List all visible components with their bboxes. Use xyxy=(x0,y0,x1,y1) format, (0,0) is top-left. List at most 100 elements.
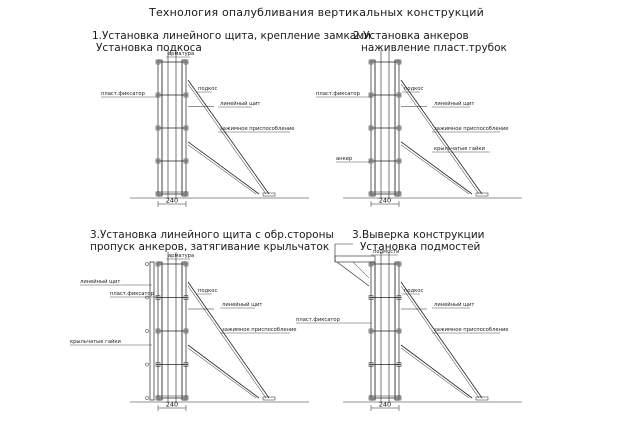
brace-lower xyxy=(187,347,257,399)
component-label: арматура xyxy=(168,253,194,259)
plastic-fixator xyxy=(396,295,402,300)
component-label: анкер xyxy=(336,156,353,162)
plastic-fixator xyxy=(396,261,402,267)
component-label: линейный щит xyxy=(434,100,474,107)
plastic-fixator xyxy=(183,328,189,334)
brace-lower xyxy=(187,141,260,195)
brace-foot xyxy=(262,396,276,401)
plastic-fixator xyxy=(183,295,189,300)
brace-foot xyxy=(475,396,489,401)
panel-2-heading-line-2: наживление пласт.трубок xyxy=(361,42,507,54)
plastic-fixator xyxy=(155,362,161,367)
component-label: линейный щит xyxy=(80,278,120,285)
plastic-fixator xyxy=(396,362,402,367)
panel-2-heading-line-1: 2.Установка анкеров xyxy=(353,30,469,42)
wing-nut xyxy=(145,295,149,300)
component-label: арматура xyxy=(168,51,194,57)
wing-nut xyxy=(145,362,149,367)
brace-upper xyxy=(187,83,267,195)
panel-4-heading-line-2: Установка подмостей xyxy=(360,241,481,253)
component-label: подкос xyxy=(198,86,217,92)
plastic-fixator xyxy=(183,92,189,98)
brace-upper xyxy=(187,281,270,399)
brace-lower xyxy=(187,344,260,399)
component-label: пласт.фиксатор xyxy=(296,317,341,323)
plastic-fixator xyxy=(368,125,374,131)
component-label: зажимное приспособление xyxy=(220,126,294,132)
brace-foot xyxy=(475,192,489,197)
panel-4-heading: 3.Выверка конструкции Установка подмосте… xyxy=(352,229,484,253)
plastic-fixator xyxy=(155,328,161,334)
dimension-label: 240 xyxy=(379,401,391,409)
dimension-label: 240 xyxy=(379,197,391,205)
panel-4-heading-line-1: 3.Выверка конструкции xyxy=(352,229,485,241)
plastic-fixator xyxy=(368,59,374,65)
brace-upper xyxy=(400,285,480,399)
plastic-fixator xyxy=(396,92,402,98)
plastic-fixator xyxy=(368,362,374,367)
wing-nut xyxy=(145,262,149,266)
panel-2-heading: 2.Установка анкеров наживление пласт.тру… xyxy=(353,30,507,54)
component-label: зажимное приспособление xyxy=(434,126,508,132)
plastic-fixator xyxy=(396,328,402,334)
plastic-fixator xyxy=(183,125,189,131)
panel-1-drawing: 240 арматура подкос пласт.фиксатор линейный … xyxy=(101,50,309,207)
brace-foot xyxy=(262,192,276,197)
plastic-fixator xyxy=(183,261,189,267)
panel-4-drawing: 240 подмости подкос линейный щит пласт.фикса… xyxy=(296,243,522,411)
back-linear-shield xyxy=(149,261,155,401)
panel-1-heading-line-1: 1.Установка линейного щита, крепление за… xyxy=(92,30,371,42)
component-label: пласт.фиксатор xyxy=(110,291,155,297)
wing-nut xyxy=(145,329,149,333)
scaffold-brace xyxy=(336,261,370,287)
panel-1-heading: 1.Установка линейного щита, крепление за… xyxy=(92,30,371,54)
brace-upper xyxy=(187,285,267,399)
plastic-fixator xyxy=(183,59,189,65)
component-label: линейный щит xyxy=(434,301,474,308)
plastic-fixator xyxy=(183,158,189,164)
plastic-fixator xyxy=(155,295,161,300)
plastic-fixator xyxy=(155,261,161,267)
brace-lower xyxy=(187,144,257,195)
plastic-fixator xyxy=(396,59,402,65)
component-label: подмости xyxy=(373,249,400,255)
component-label: крыльчатые гайки xyxy=(70,338,121,345)
plastic-fixator xyxy=(396,158,402,164)
brace-upper xyxy=(400,79,483,195)
wing-nut xyxy=(145,396,149,400)
component-label: подкос xyxy=(198,288,217,294)
brace-upper xyxy=(187,79,270,195)
plastic-fixator xyxy=(155,125,161,131)
component-label: линейный щит xyxy=(220,100,260,107)
component-label: зажимное приспособление xyxy=(222,327,296,333)
plastic-fixator xyxy=(396,125,402,131)
dimension-label: 240 xyxy=(166,401,178,409)
brace-upper xyxy=(400,281,483,399)
page-title: Технология опалубливания вертикальных ко… xyxy=(149,6,484,19)
panel-3-heading: 3.Установка линейного щита с обр.стороны… xyxy=(90,229,334,253)
panel-3-heading-line-1: 3.Установка линейного щита с обр.стороны xyxy=(90,229,334,241)
component-label: линейный щит xyxy=(222,301,262,308)
component-label: подкос xyxy=(404,288,423,294)
plastic-fixator xyxy=(368,158,374,164)
brace-lower xyxy=(400,144,470,195)
plastic-fixator xyxy=(368,295,374,300)
component-label: зажимное приспособление xyxy=(434,327,508,333)
brace-lower xyxy=(400,141,473,195)
scaffold-deck xyxy=(334,255,376,263)
plastic-fixator xyxy=(155,158,161,164)
component-label: подкос xyxy=(404,86,423,92)
plastic-fixator xyxy=(183,362,189,367)
brace-lower xyxy=(400,344,473,399)
panel-1-heading-line-2: Установка подкоса xyxy=(96,42,202,54)
panel-3-drawing: 240 арматура линейный щит пласт.фиксатор под… xyxy=(70,252,309,411)
scaffold-brace xyxy=(352,261,370,279)
brace-upper xyxy=(400,83,480,195)
component-label: пласт.фиксатор xyxy=(101,91,146,97)
panel-3-heading-line-2: пропуск анкеров, затягивание крыльчаток xyxy=(90,241,330,253)
dimension-label: 240 xyxy=(166,197,178,205)
component-label: крыльчатые гайки xyxy=(434,145,485,152)
brace-lower xyxy=(400,347,470,399)
